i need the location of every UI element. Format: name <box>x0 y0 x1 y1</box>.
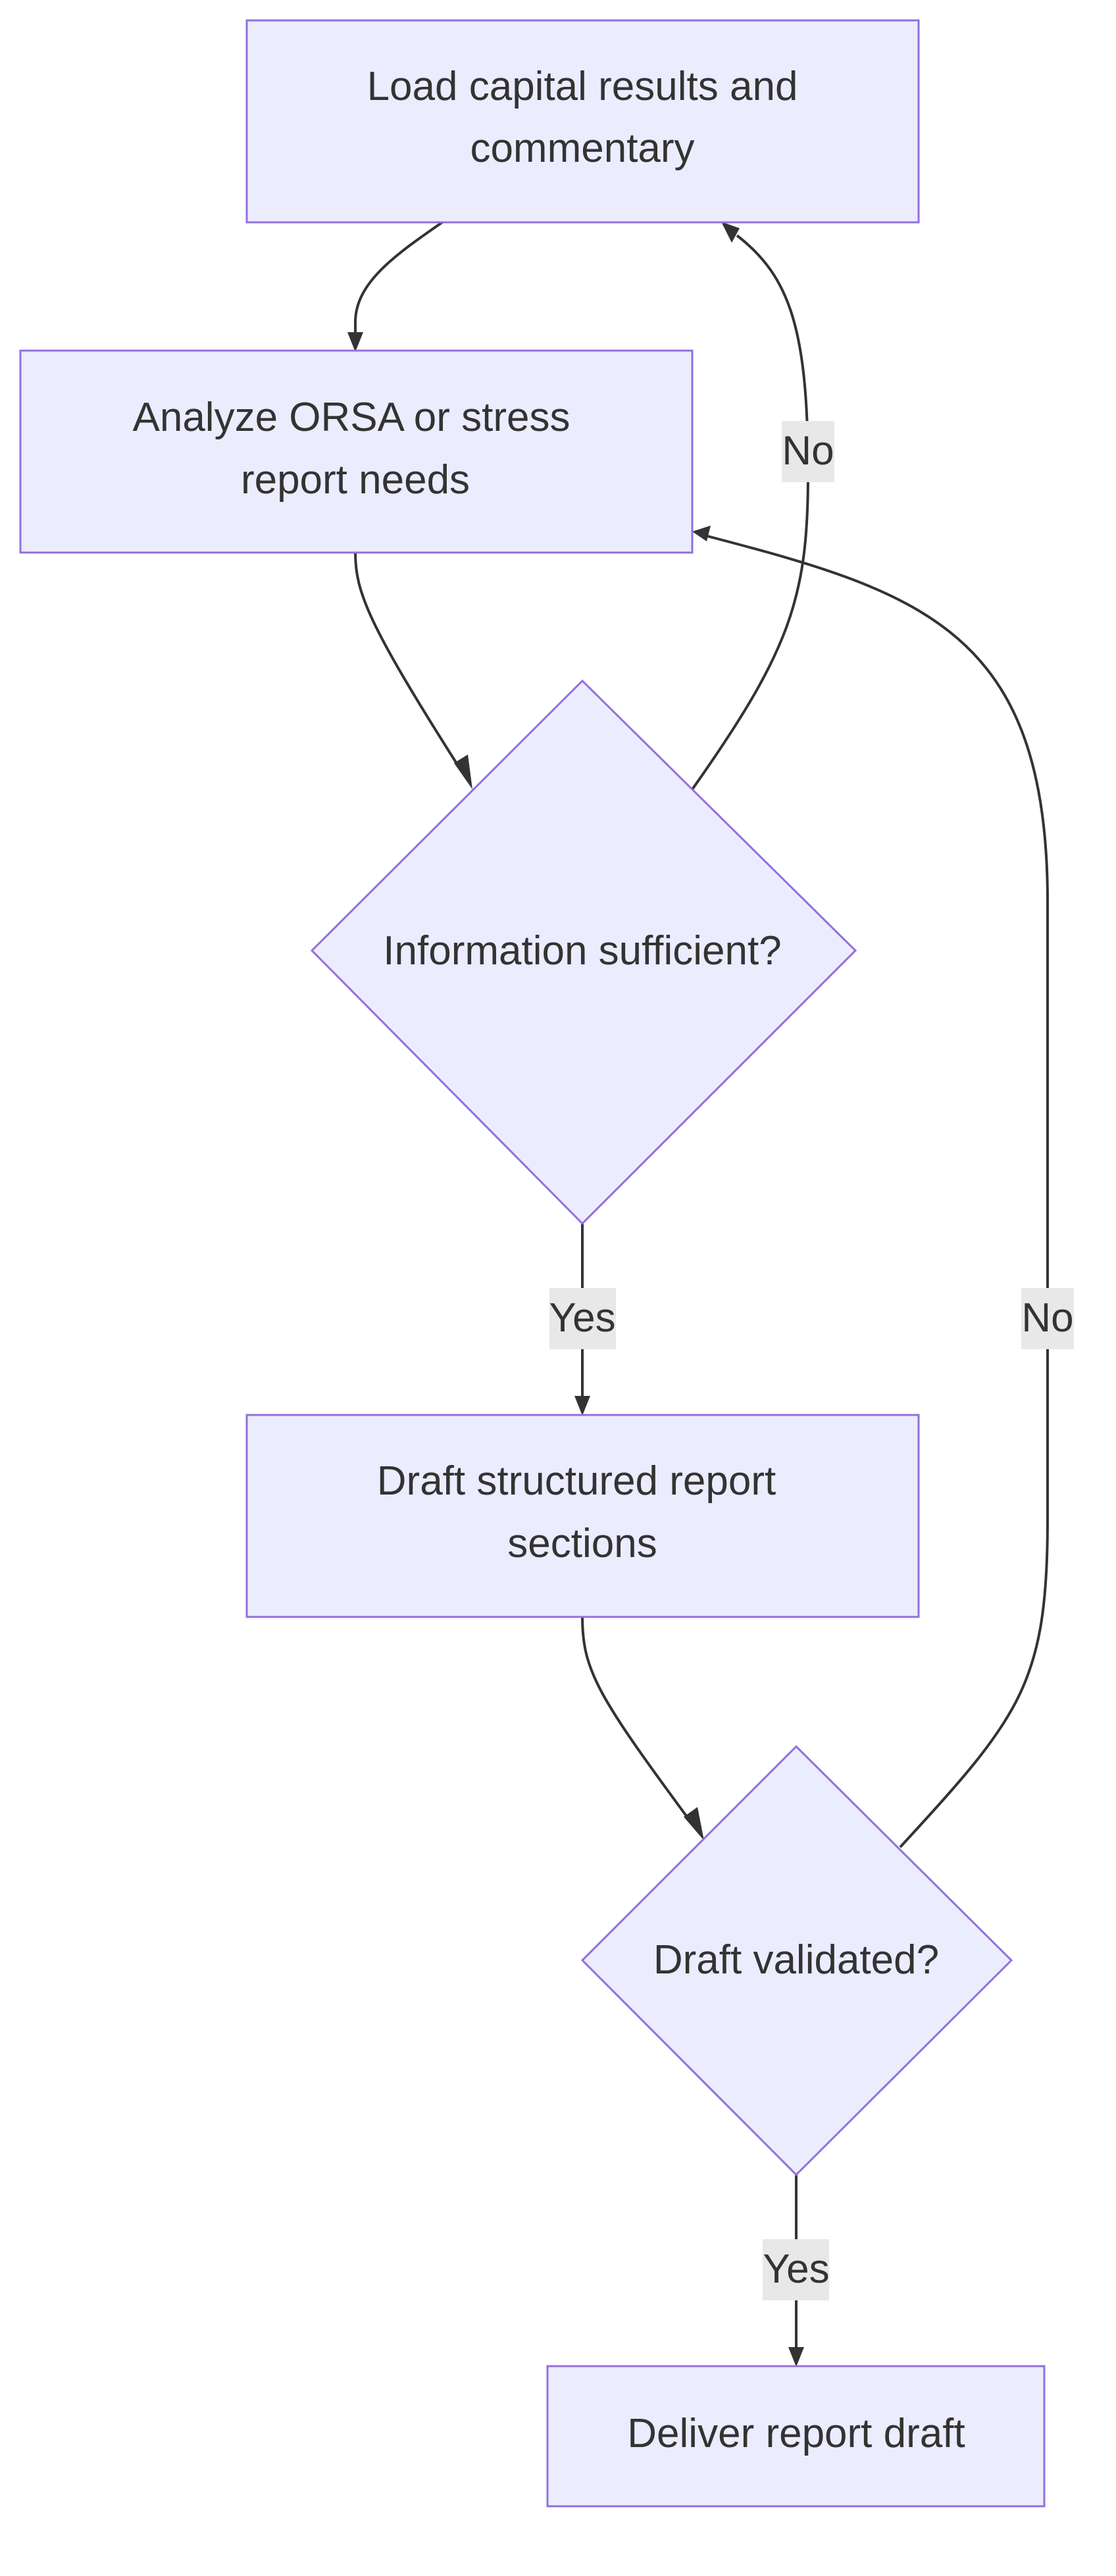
edge-label-validated-no: No <box>1021 1288 1074 1349</box>
edge-load-to-analyze <box>354 221 444 335</box>
arrowhead-validated-to-deliver <box>788 2347 804 2367</box>
arrowhead-analyze-to-info <box>454 755 472 789</box>
arrowhead-info-to-draft <box>574 1396 590 1416</box>
edge-draft-to-validated <box>581 1616 692 1823</box>
node-analyze-line-2: report needs <box>241 457 470 503</box>
decision-info-label: Information sufficient? <box>383 928 781 974</box>
svg-text:Yes: Yes <box>763 2246 829 2292</box>
edge-analyze-to-info <box>354 552 462 771</box>
arrowhead-draft-to-validated <box>684 1807 704 1841</box>
node-deliver-line-1: Deliver report draft <box>627 2411 965 2456</box>
svg-text:No: No <box>782 428 834 474</box>
decision-draft-validated: Draft validated? <box>580 1745 1013 2177</box>
node-draft-line-1: Draft structured report <box>377 1458 776 1504</box>
edge-labels: No Yes No Yes <box>549 421 1074 2300</box>
node-load-line-1: Load capital results and <box>367 64 798 109</box>
decision-validated-label: Draft validated? <box>653 1937 939 1983</box>
arrowhead-validated-to-analyze <box>692 526 711 541</box>
node-draft-report-sections: Draft structured report sections <box>245 1414 920 1618</box>
edge-validated-to-analyze-no <box>707 535 1049 1848</box>
node-deliver-report-draft: Deliver report draft <box>546 2365 1046 2508</box>
edge-info-to-load-no <box>691 234 810 791</box>
node-load-line-2: commentary <box>470 126 694 171</box>
edge-label-validated-yes: Yes <box>763 2239 830 2300</box>
node-analyze-line-1: Analyze ORSA or stress <box>132 395 570 440</box>
arrowhead-load-to-analyze <box>347 332 363 352</box>
edges <box>347 221 1049 2367</box>
arrowhead-info-to-load <box>721 222 740 243</box>
edge-label-info-yes: Yes <box>549 1288 616 1349</box>
edge-label-info-no: No <box>782 421 834 482</box>
node-draft-line-2: sections <box>507 1521 657 1566</box>
node-analyze-orsa: Analyze ORSA or stress report needs <box>19 349 694 554</box>
decision-information-sufficient: Information sufficient? <box>310 679 857 1226</box>
node-load-capital-results: Load capital results and commentary <box>245 19 920 224</box>
svg-text:No: No <box>1021 1295 1073 1341</box>
nodes: Load capital results and commentary Anal… <box>19 19 1046 2508</box>
svg-text:Yes: Yes <box>549 1295 615 1341</box>
